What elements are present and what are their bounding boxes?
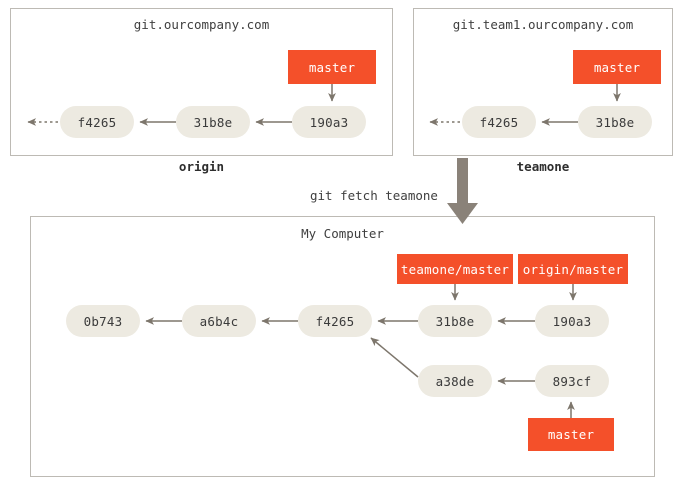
commit-node[interactable]: f4265 <box>298 305 372 337</box>
branch-label[interactable]: origin/master <box>518 254 628 284</box>
commit-clip: 31b8e <box>570 104 672 140</box>
branch-label[interactable]: master <box>528 418 614 451</box>
panel-origin-caption: origin <box>178 159 225 174</box>
commit-node[interactable]: 0b743 <box>66 305 140 337</box>
panel-teamone-caption: teamone <box>516 159 570 174</box>
commit-node[interactable]: f4265 <box>60 106 134 138</box>
commit-node[interactable]: a38de <box>418 365 492 397</box>
branch-label[interactable]: master <box>573 50 661 84</box>
commit-node[interactable]: 31b8e <box>418 305 492 337</box>
branch-label[interactable]: teamone/master <box>397 254 513 284</box>
panel-my-computer-title: My Computer <box>301 226 384 241</box>
commit-node[interactable]: 893cf <box>535 365 609 397</box>
commit-node[interactable]: 31b8e <box>176 106 250 138</box>
commit-node[interactable]: 31b8e <box>578 106 652 138</box>
commit-node[interactable]: f4265 <box>462 106 536 138</box>
panel-teamone-title: git.team1.ourcompany.com <box>452 17 634 32</box>
commit-node[interactable]: a6b4c <box>182 305 256 337</box>
branch-label[interactable]: master <box>288 50 376 84</box>
fetch-command-label: git fetch teamone <box>310 188 438 203</box>
commit-clip: 190a3 <box>280 104 392 140</box>
commit-node[interactable]: 190a3 <box>292 106 366 138</box>
commit-node[interactable]: 190a3 <box>535 305 609 337</box>
panel-origin-title: git.ourcompany.com <box>133 17 270 32</box>
